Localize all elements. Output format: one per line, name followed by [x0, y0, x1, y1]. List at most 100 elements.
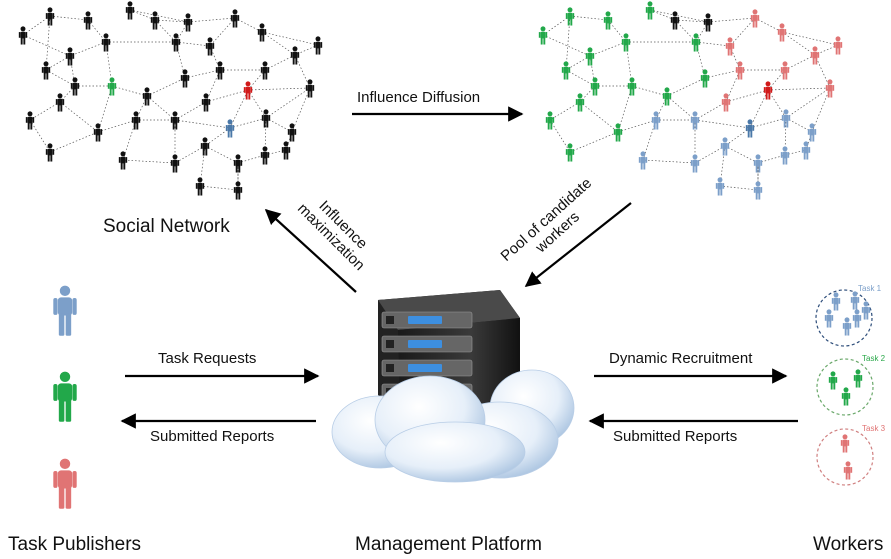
left-network-person-icon	[260, 146, 270, 165]
left-network-edge	[291, 87, 311, 133]
management-platform-icon	[331, 290, 575, 483]
left-network-edge	[59, 101, 99, 133]
right-network-person-icon	[565, 143, 575, 162]
right-network-person-icon	[575, 93, 585, 112]
right-network-edge	[569, 15, 609, 21]
left-network-edge	[264, 54, 296, 71]
right-network-person-icon	[777, 23, 787, 42]
right-network-person-icon	[590, 77, 600, 96]
right-network-edge	[767, 87, 831, 91]
left-network-person-icon	[215, 61, 225, 80]
social-network-left-nodes	[18, 1, 323, 200]
right-network-person-icon	[565, 7, 575, 26]
right-network-edge	[695, 41, 731, 47]
right-network-person-icon	[700, 69, 710, 88]
right-network-person-icon	[807, 123, 817, 142]
right-network-edge	[694, 119, 751, 129]
left-network-person-icon	[150, 11, 160, 30]
left-network-person-icon	[260, 61, 270, 80]
right-network-person-icon	[691, 33, 701, 52]
left-network-person-icon	[200, 137, 210, 156]
right-network-person-icon	[703, 13, 713, 32]
left-network-edge	[237, 154, 266, 164]
left-network-edge	[265, 87, 311, 119]
left-network-person-icon	[41, 61, 51, 80]
right-network-person-icon	[690, 154, 700, 173]
social-network-right-nodes	[538, 1, 843, 200]
right-network-edge	[754, 17, 783, 33]
left-network-edge	[234, 17, 263, 33]
left-network-edge	[175, 41, 211, 47]
left-network-edge	[294, 54, 311, 89]
task-2-worker-icon	[828, 371, 838, 390]
left-network-edge	[97, 119, 137, 133]
right-network-person-icon	[833, 36, 843, 55]
cloud-icon	[331, 369, 575, 483]
left-network-edge	[129, 9, 189, 23]
right-network-person-icon	[651, 111, 661, 130]
social-network-left-edges	[22, 9, 319, 191]
left-network-edge	[184, 69, 221, 79]
left-network-edge	[29, 101, 61, 121]
left-network-person-icon	[125, 1, 135, 20]
right-network-person-icon	[780, 146, 790, 165]
left-network-person-icon	[45, 7, 55, 26]
left-network-person-icon	[70, 77, 80, 96]
left-network-edge	[247, 69, 266, 91]
task-groups	[815, 289, 874, 486]
right-network-edge	[749, 117, 787, 129]
pool-candidates-arrow	[524, 202, 632, 287]
right-network-edge	[784, 54, 816, 71]
right-network-person-icon	[561, 61, 571, 80]
left-network-person-icon	[243, 81, 253, 100]
right-network-edge	[549, 119, 571, 153]
left-network-edge	[247, 89, 267, 119]
left-network-edge	[111, 85, 148, 97]
right-network-edge	[784, 117, 787, 156]
right-network-person-icon	[638, 151, 648, 170]
left-network-person-icon	[18, 26, 28, 45]
right-network-person-icon	[613, 123, 623, 142]
submitted-reports-right-label: Submitted Reports	[613, 428, 738, 445]
right-network-edge	[767, 69, 786, 91]
left-network-edge	[261, 31, 319, 46]
right-network-person-icon	[781, 109, 791, 128]
left-network-person-icon	[233, 154, 243, 173]
left-network-person-icon	[101, 33, 111, 52]
left-network-edge	[264, 117, 267, 156]
left-network-edge	[205, 69, 221, 103]
right-network-edge	[695, 41, 706, 79]
task-1-worker-icon	[842, 317, 852, 336]
left-network-person-icon	[201, 93, 211, 112]
left-network-edge	[69, 41, 107, 57]
right-network-person-icon	[645, 1, 655, 20]
left-network-edge	[49, 15, 89, 21]
social-network-label: Social Network	[103, 216, 230, 237]
influence-maximization-arrow	[264, 208, 357, 293]
right-network-edge	[617, 85, 633, 133]
publisher-blue-icon	[53, 285, 77, 336]
left-network-edge	[265, 117, 293, 133]
left-network-edge	[49, 131, 99, 153]
right-network-person-icon	[825, 79, 835, 98]
right-network-edge	[729, 17, 756, 47]
right-network-edge	[565, 69, 596, 87]
left-network-edge	[97, 85, 113, 133]
task-1-worker-icon	[824, 309, 834, 328]
social-network-right-edges	[542, 9, 839, 191]
left-network-person-icon	[195, 177, 205, 196]
left-network-person-icon	[83, 11, 93, 30]
left-network-person-icon	[305, 79, 315, 98]
right-network-person-icon	[715, 177, 725, 196]
left-network-person-icon	[45, 143, 55, 162]
left-network-edge	[247, 87, 311, 91]
task-1-worker-icon	[850, 291, 860, 310]
right-network-edge	[694, 145, 726, 164]
right-network-person-icon	[750, 9, 760, 28]
left-network-person-icon	[257, 23, 267, 42]
left-network-person-icon	[230, 9, 240, 28]
right-network-edge	[642, 159, 696, 164]
right-network-edge	[814, 54, 831, 89]
publisher-red-icon	[53, 458, 77, 509]
